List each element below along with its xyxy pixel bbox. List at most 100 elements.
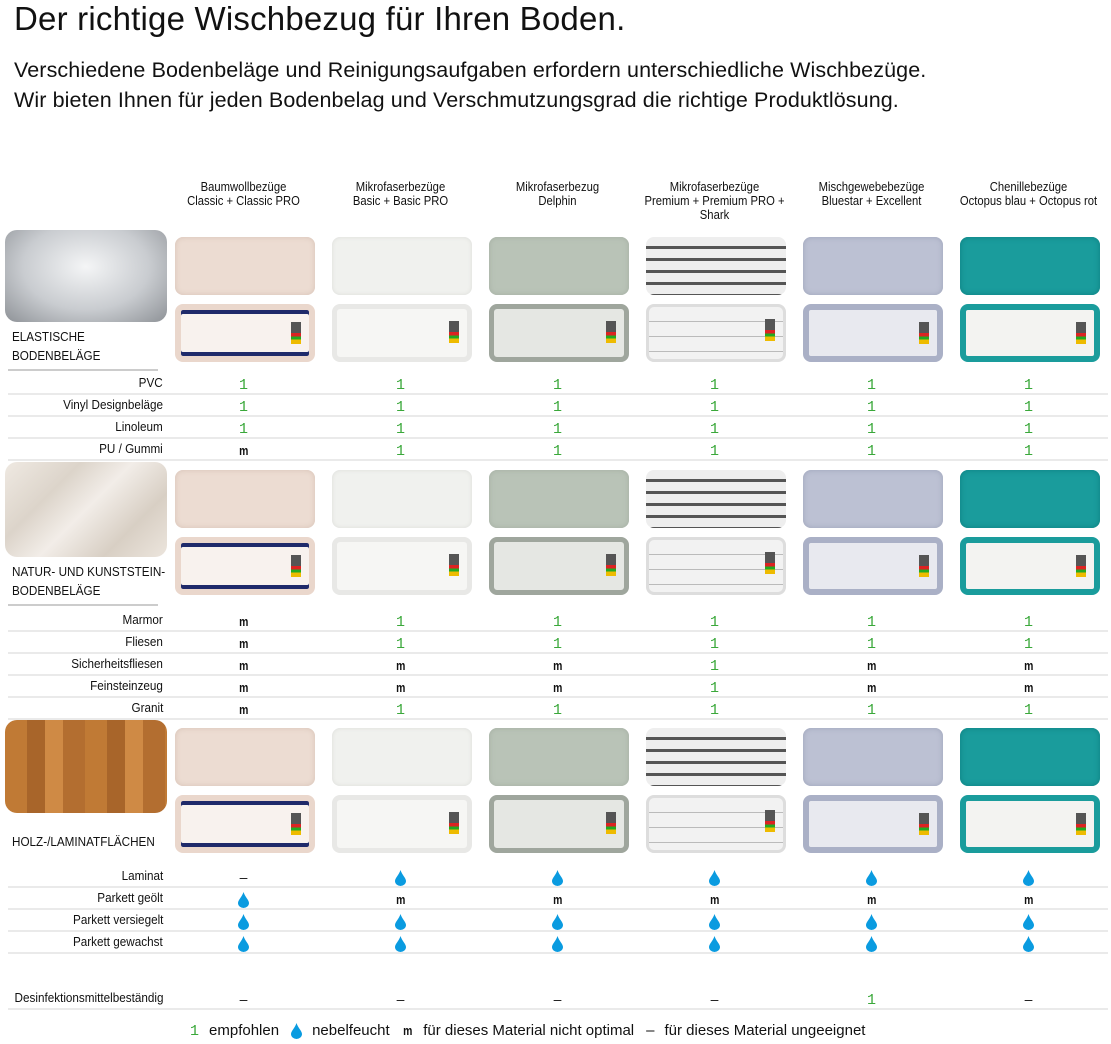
rating-cell: 1 (950, 418, 1107, 440)
mop-cover-image (960, 470, 1100, 528)
color-code-tag (606, 321, 616, 343)
check-symbol: 1 (552, 702, 562, 719)
column-header-line: Mikrofaserbezüge (669, 180, 760, 194)
mop-cover-image (332, 237, 472, 295)
check-symbol: 1 (190, 1023, 200, 1040)
row-label: Parkett versiegelt (72, 912, 163, 927)
rating-cell: – (165, 867, 322, 887)
drop-icon (238, 936, 249, 953)
check-symbol: 1 (866, 636, 876, 653)
row-label: Vinyl Designbeläge (63, 397, 163, 412)
rating-cell: 1 (793, 611, 950, 633)
mop-cover-image (646, 470, 786, 528)
rating-cell: – (479, 989, 636, 1009)
rating-cell: m (165, 677, 322, 698)
color-code-tag (919, 322, 929, 344)
mop-cover-frame-image (489, 537, 629, 595)
drop-icon (238, 892, 249, 909)
check-symbol: 1 (238, 377, 248, 394)
subtitle-line-1: Verschiedene Bodenbeläge und Reinigungsa… (14, 58, 927, 82)
rating-cell (793, 911, 950, 931)
check-symbol: 1 (552, 421, 562, 438)
column-header-line: Premium + Premium PRO + (644, 194, 785, 208)
column-header-line: Chenillebezüge (989, 180, 1068, 194)
rating-cell: 1 (636, 611, 793, 633)
check-symbol: 1 (709, 636, 719, 653)
unsuitable-symbol: – (239, 991, 248, 1007)
column-header-line: Mikrofaserbezüge (355, 180, 446, 194)
not-optimal-symbol: m (1023, 658, 1034, 673)
section-label: NATUR- UND KUNSTSTEIN-BODENBELÄGE (12, 562, 165, 600)
rating-cell: 1 (950, 374, 1107, 396)
mop-cover-frame-image (332, 795, 472, 853)
color-code-tag (449, 812, 459, 834)
check-symbol: 1 (238, 421, 248, 438)
section-label-line: NATUR- UND KUNSTSTEIN- (12, 564, 166, 579)
color-code-tag (1076, 555, 1086, 577)
rating-cell: 1 (636, 655, 793, 677)
check-symbol: 1 (866, 992, 876, 1009)
rating-cell: 1 (793, 374, 950, 396)
check-symbol: 1 (552, 636, 562, 653)
not-optimal-symbol: m (395, 892, 406, 907)
rating-cell: 1 (322, 396, 479, 418)
column-header-line: Classic + Classic PRO (187, 194, 300, 208)
row-label: Feinsteinzeug (90, 678, 163, 693)
drop-icon (866, 936, 877, 953)
drop-icon (709, 870, 720, 887)
mop-cover-frame-image (960, 304, 1100, 362)
check-symbol: 1 (395, 636, 405, 653)
check-symbol: 1 (866, 702, 876, 719)
rating-cell (950, 911, 1107, 931)
rating-cell: 1 (636, 418, 793, 440)
mop-cover-frame-image (646, 304, 786, 362)
unsuitable-symbol: – (710, 991, 719, 1007)
check-symbol: 1 (1023, 614, 1033, 631)
mop-cover-frame-image (332, 304, 472, 362)
not-optimal-symbol: m (238, 443, 249, 458)
floor-photo (5, 230, 167, 322)
mop-cover-frame-image (646, 795, 786, 853)
row-label: Sicherheitsfliesen (71, 656, 163, 671)
drop-icon (291, 1023, 303, 1040)
unsuitable-symbol: – (553, 991, 562, 1007)
check-symbol: 1 (866, 443, 876, 460)
rating-cell: 1 (479, 611, 636, 633)
rating-cell: 1 (322, 418, 479, 440)
rating-cell (793, 867, 950, 887)
rating-cell: 1 (479, 633, 636, 655)
check-symbol: 1 (1023, 377, 1033, 394)
rating-cell: 1 (322, 374, 479, 396)
rating-cell: 1 (636, 633, 793, 655)
color-code-tag (449, 321, 459, 343)
drop-icon (552, 914, 563, 931)
drop-icon (395, 870, 406, 887)
rating-cell: 1 (636, 440, 793, 462)
drop-icon (552, 936, 563, 953)
rating-cell: 1 (793, 418, 950, 440)
rating-cell: m (165, 440, 322, 461)
not-optimal-symbol: m (402, 1023, 413, 1038)
rating-cell (322, 933, 479, 953)
rating-cell: m (793, 677, 950, 698)
not-optimal-symbol: m (395, 658, 406, 673)
rating-cell: 1 (793, 699, 950, 721)
mop-cover-image (175, 237, 315, 295)
unsuitable-symbol: – (396, 991, 405, 1007)
check-symbol: 1 (866, 614, 876, 631)
check-symbol: 1 (866, 399, 876, 416)
column-header-line: Shark (699, 208, 730, 222)
check-symbol: 1 (1023, 421, 1033, 438)
rating-cell: – (165, 989, 322, 1009)
check-symbol: 1 (238, 399, 248, 416)
rating-cell: m (793, 889, 950, 910)
rating-cell: – (950, 989, 1107, 1009)
